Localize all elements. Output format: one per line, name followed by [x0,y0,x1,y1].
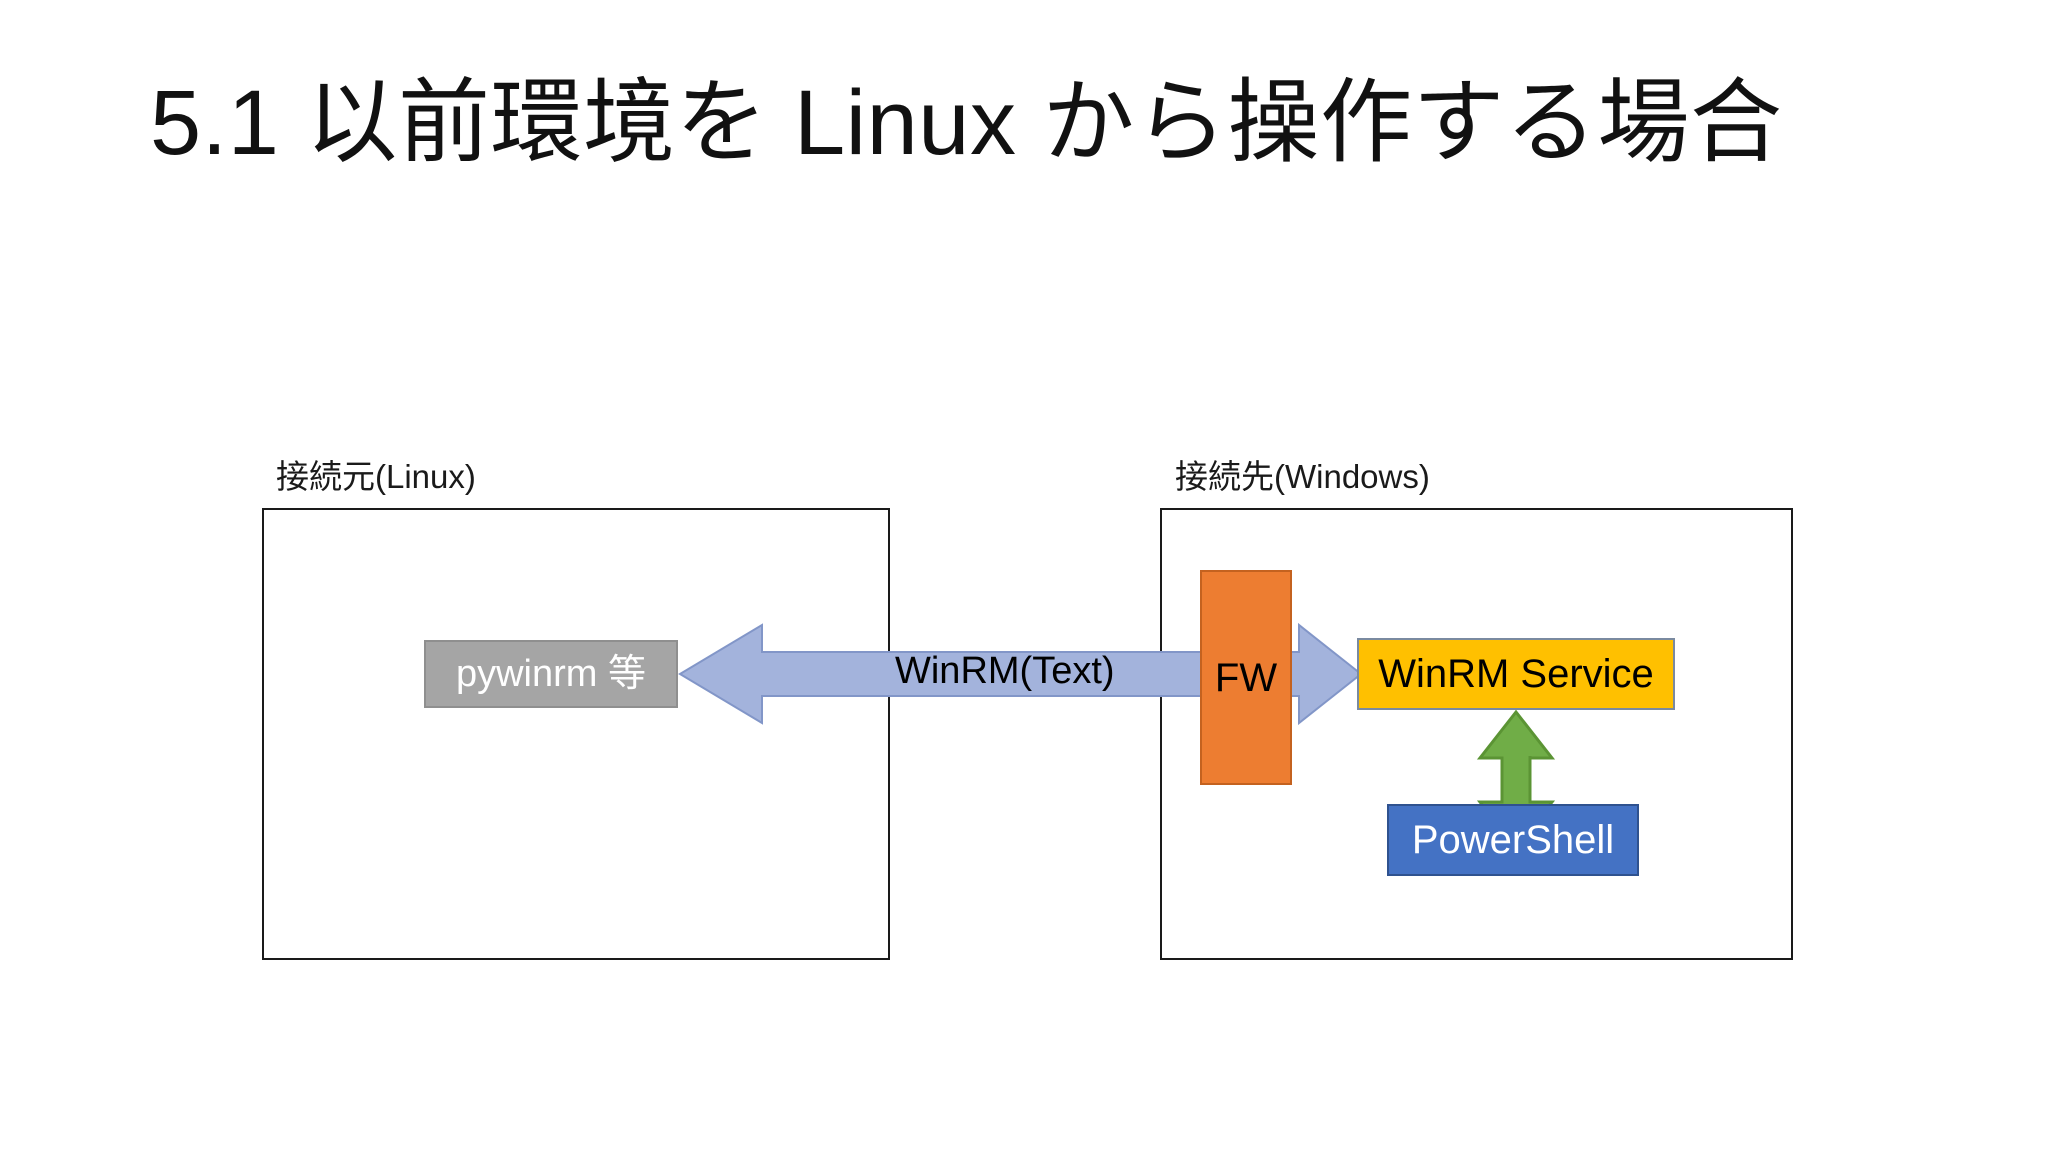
node-winrm-service[interactable]: WinRM Service [1357,638,1675,710]
node-pywinrm[interactable]: pywinrm 等 [424,640,678,708]
connector-label-winrm-text: WinRM(Text) [895,650,1115,692]
zone-label-source-linux: 接続元(Linux) [276,458,476,495]
node-powershell[interactable]: PowerShell [1387,804,1639,876]
zone-box-source-linux [262,508,890,960]
node-firewall[interactable]: FW [1200,570,1292,785]
zone-label-target-windows: 接続先(Windows) [1175,458,1430,495]
page-title: 5.1 以前環境を Linux から操作する場合 [150,72,1783,174]
